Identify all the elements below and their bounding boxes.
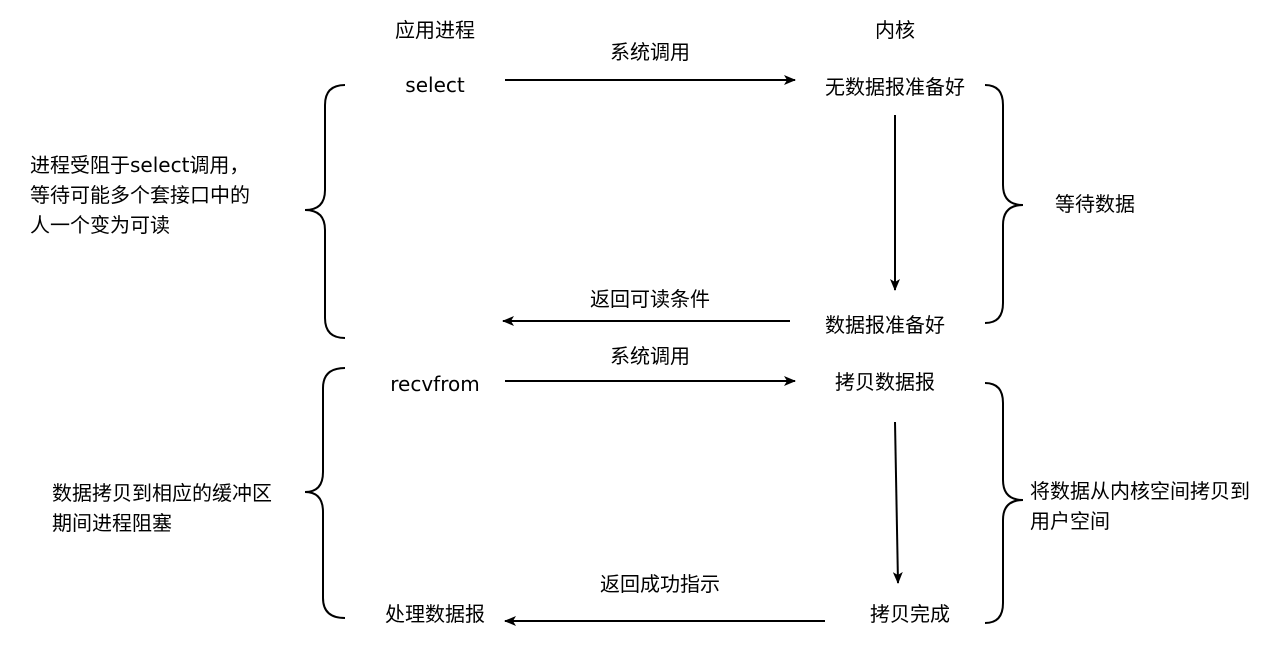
label-return-readable: 返回可读条件	[590, 287, 710, 311]
right-brace-phase2	[984, 382, 1024, 624]
node-datagram-ready: 数据报准备好	[825, 313, 945, 337]
left-brace-phase2	[304, 367, 346, 619]
node-copy-datagram: 拷贝数据报	[835, 370, 935, 394]
header-kernel: 内核	[875, 18, 915, 42]
label-syscall-2: 系统调用	[610, 344, 690, 368]
label-syscall-1: 系统调用	[610, 40, 690, 64]
node-process-datagram: 处理数据报	[385, 602, 485, 626]
note-process-blocked-copy: 数据拷贝到相应的缓冲区期间进程阻塞	[52, 481, 272, 535]
node-no-datagram-ready: 无数据报准备好	[825, 75, 965, 99]
label-return-success: 返回成功指示	[600, 572, 720, 596]
note-copy-kernel-to-user: 将数据从内核空间拷贝到用户空间	[1030, 479, 1250, 533]
header-app-process: 应用进程	[395, 18, 475, 42]
right-brace-phase1	[984, 84, 1024, 324]
left-brace-phase1	[304, 84, 346, 339]
node-copy-complete: 拷贝完成	[870, 602, 950, 626]
note-wait-data: 等待数据	[1055, 192, 1135, 216]
node-recvfrom: recvfrom	[390, 372, 480, 396]
node-select: select	[405, 73, 465, 97]
note-process-blocked-select: 进程受阻于select调用，等待可能多个套接口中的人一个变为可读	[30, 153, 250, 237]
arrow-copy-data	[892, 421, 903, 584]
